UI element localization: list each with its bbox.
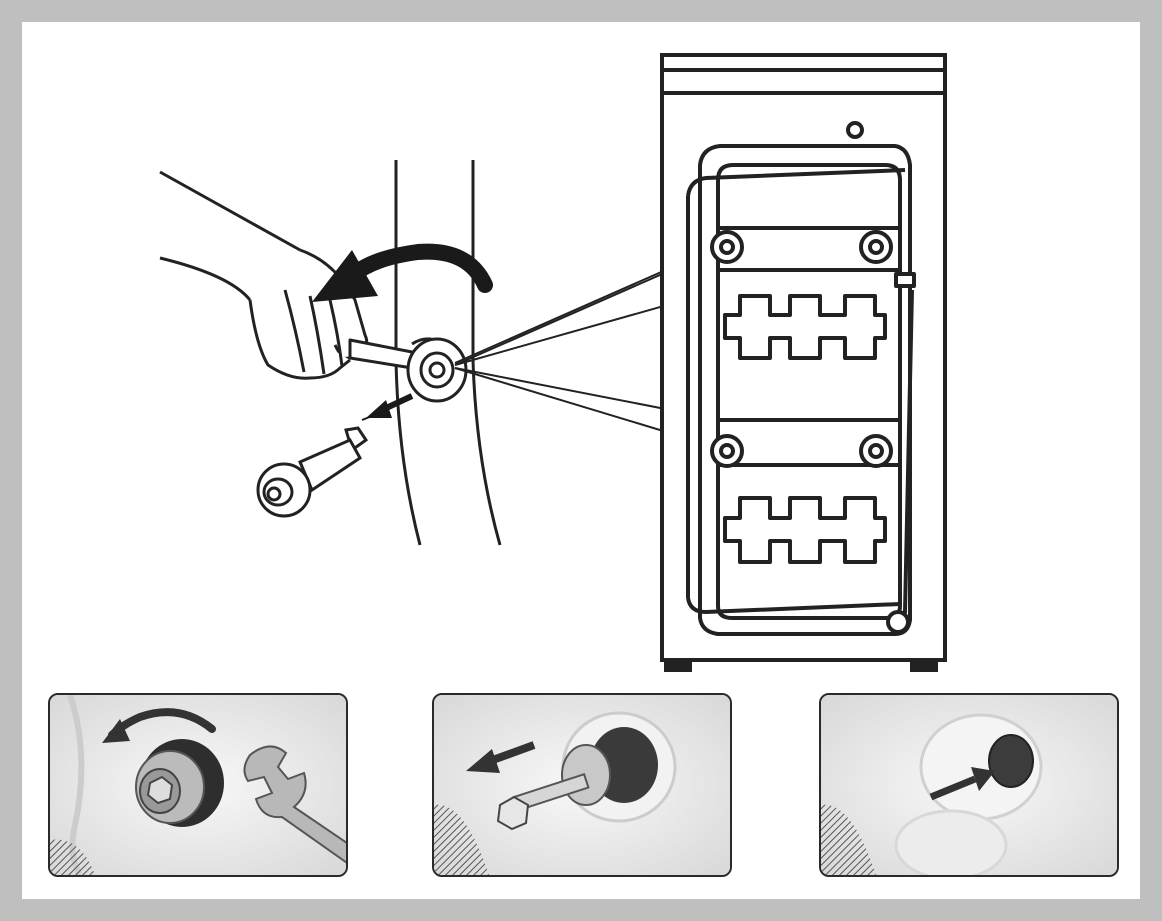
transit-bolt-head <box>406 337 468 403</box>
bolt-locations <box>710 230 893 468</box>
transit-bolt-icon <box>256 426 369 518</box>
insert-arrow-icon <box>929 767 995 801</box>
bolt-with-damper <box>135 739 224 827</box>
vent-cutouts <box>723 294 887 564</box>
vent-cutout-upper <box>723 294 887 360</box>
pull-out-arrow-icon <box>361 393 414 421</box>
hand-icon <box>159 170 369 380</box>
bolt-location-top-right <box>859 230 893 264</box>
rotate-arrow-icon <box>102 708 216 743</box>
photo-step-pull-out <box>432 693 732 877</box>
bolt-location-top-left <box>710 230 744 264</box>
photo-step-unscrew <box>48 693 348 877</box>
bolt-with-damper <box>496 727 658 831</box>
cover-cap <box>988 734 1034 788</box>
bolt-location-bottom-left <box>710 434 744 468</box>
wrench-icon <box>243 745 346 864</box>
photo-step-insert-cap <box>819 693 1119 877</box>
pull-out-arrow-icon <box>466 741 536 773</box>
bolt-location-bottom-right <box>859 434 893 468</box>
rotate-arrow-icon <box>312 243 493 302</box>
vent-cutout-lower <box>723 496 887 564</box>
